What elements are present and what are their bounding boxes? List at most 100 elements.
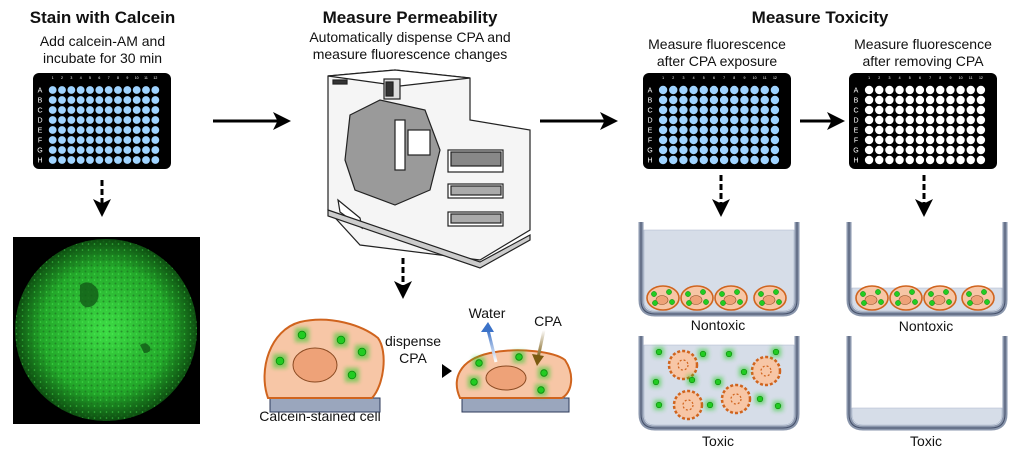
fluorescence-micrograph bbox=[13, 237, 200, 424]
plate-row-label: F bbox=[854, 138, 858, 145]
plate-row-label: F bbox=[648, 138, 652, 145]
nontoxic-right-label: Nontoxic bbox=[898, 318, 954, 334]
plate-well bbox=[142, 96, 150, 104]
plate-well bbox=[936, 125, 945, 135]
plate-well bbox=[936, 115, 945, 125]
plate-well bbox=[658, 115, 668, 125]
plate-well bbox=[95, 106, 104, 114]
plate-column-label: 2 bbox=[878, 76, 880, 80]
plate-column-label: 4 bbox=[693, 76, 695, 80]
plate-well bbox=[875, 135, 884, 145]
plate-column-label: 7 bbox=[929, 76, 931, 80]
dead-cell-nucleus bbox=[730, 393, 742, 405]
plate-column-label: 5 bbox=[909, 76, 911, 80]
plate-well bbox=[946, 145, 955, 155]
plate-well bbox=[95, 136, 104, 144]
plate-well bbox=[658, 85, 668, 95]
plate-well bbox=[679, 155, 688, 165]
calcein-dot bbox=[737, 299, 743, 305]
plate-column-label: 12 bbox=[979, 76, 983, 80]
plate-well bbox=[750, 155, 759, 165]
plate-well bbox=[740, 125, 749, 135]
plate-well bbox=[58, 86, 66, 94]
plate-well bbox=[875, 115, 884, 125]
calcein-dot bbox=[515, 353, 523, 361]
calcein-dot bbox=[652, 300, 658, 306]
plate-column-label: 11 bbox=[969, 76, 973, 80]
plate-well bbox=[669, 115, 678, 125]
dead-cell bbox=[720, 383, 752, 415]
plate-well bbox=[679, 85, 688, 95]
plate-well bbox=[730, 125, 739, 135]
dead-cell-nucleus bbox=[760, 365, 772, 377]
plate-well bbox=[95, 146, 104, 154]
plate-well bbox=[864, 95, 874, 105]
plate-well bbox=[936, 105, 945, 115]
plate-column-label: 1 bbox=[52, 76, 54, 80]
dead-cell bbox=[672, 389, 704, 421]
plate-well bbox=[142, 136, 150, 144]
stain-title: Stain with Calcein bbox=[29, 8, 176, 27]
plate-well bbox=[905, 145, 914, 155]
plate-row-label: C bbox=[37, 108, 42, 115]
plate-well bbox=[709, 115, 719, 125]
plate-well bbox=[864, 155, 874, 165]
plate-well bbox=[976, 105, 986, 115]
plate-well bbox=[730, 145, 739, 155]
plate-well bbox=[740, 115, 749, 125]
plate-well bbox=[885, 145, 894, 155]
plate-column-label: 6 bbox=[98, 76, 100, 80]
plate-well bbox=[885, 155, 894, 165]
plate-well bbox=[740, 105, 749, 115]
plate-row-label: A bbox=[854, 88, 859, 95]
plate-row-label: E bbox=[854, 128, 859, 135]
calcein-dot bbox=[686, 300, 692, 306]
plate-well bbox=[770, 125, 780, 135]
calcein-dot bbox=[894, 291, 900, 297]
calcein-dot bbox=[967, 300, 973, 306]
plate-row-label: H bbox=[647, 158, 652, 165]
plate-well bbox=[76, 86, 85, 94]
plate-well bbox=[946, 85, 955, 95]
plate-well bbox=[760, 95, 769, 105]
well-outline bbox=[640, 336, 798, 429]
plate-well bbox=[48, 146, 57, 154]
plate-well bbox=[925, 85, 935, 95]
plate-well bbox=[58, 126, 66, 134]
plate-well bbox=[123, 106, 132, 114]
plate-well bbox=[956, 105, 965, 115]
plate-well bbox=[864, 85, 874, 95]
plate-well bbox=[925, 145, 935, 155]
calcein-dot bbox=[703, 299, 709, 305]
calcein-dot bbox=[347, 370, 357, 380]
plate-column-label: 9 bbox=[126, 76, 128, 80]
plate-well bbox=[123, 136, 132, 144]
plate-well bbox=[48, 116, 57, 124]
plate-well bbox=[669, 155, 678, 165]
plate-well bbox=[709, 155, 719, 165]
plate-well bbox=[699, 125, 708, 135]
plate-well bbox=[956, 135, 965, 145]
plate-well bbox=[770, 115, 780, 125]
plate-well bbox=[915, 95, 925, 105]
plate-well bbox=[864, 145, 874, 155]
plate-well bbox=[864, 125, 874, 135]
plate-well bbox=[946, 155, 955, 165]
calcein-dot bbox=[756, 395, 764, 403]
plate-column-label: 3 bbox=[888, 76, 890, 80]
plate-well bbox=[67, 156, 76, 164]
plate-well bbox=[48, 96, 57, 104]
plate-well bbox=[976, 145, 986, 155]
plate-well bbox=[142, 106, 150, 114]
plate-well bbox=[123, 116, 132, 124]
culture-medium bbox=[851, 407, 1003, 426]
plate-well bbox=[669, 105, 678, 115]
well-toxic-exposure bbox=[638, 336, 800, 431]
plate-row-label: G bbox=[647, 148, 652, 155]
cell-nucleus bbox=[898, 295, 912, 305]
plate-column-label: 12 bbox=[153, 76, 157, 80]
plate-well bbox=[67, 146, 76, 154]
plate-well bbox=[946, 125, 955, 135]
plate-well bbox=[86, 156, 94, 164]
plate-well bbox=[760, 85, 769, 95]
